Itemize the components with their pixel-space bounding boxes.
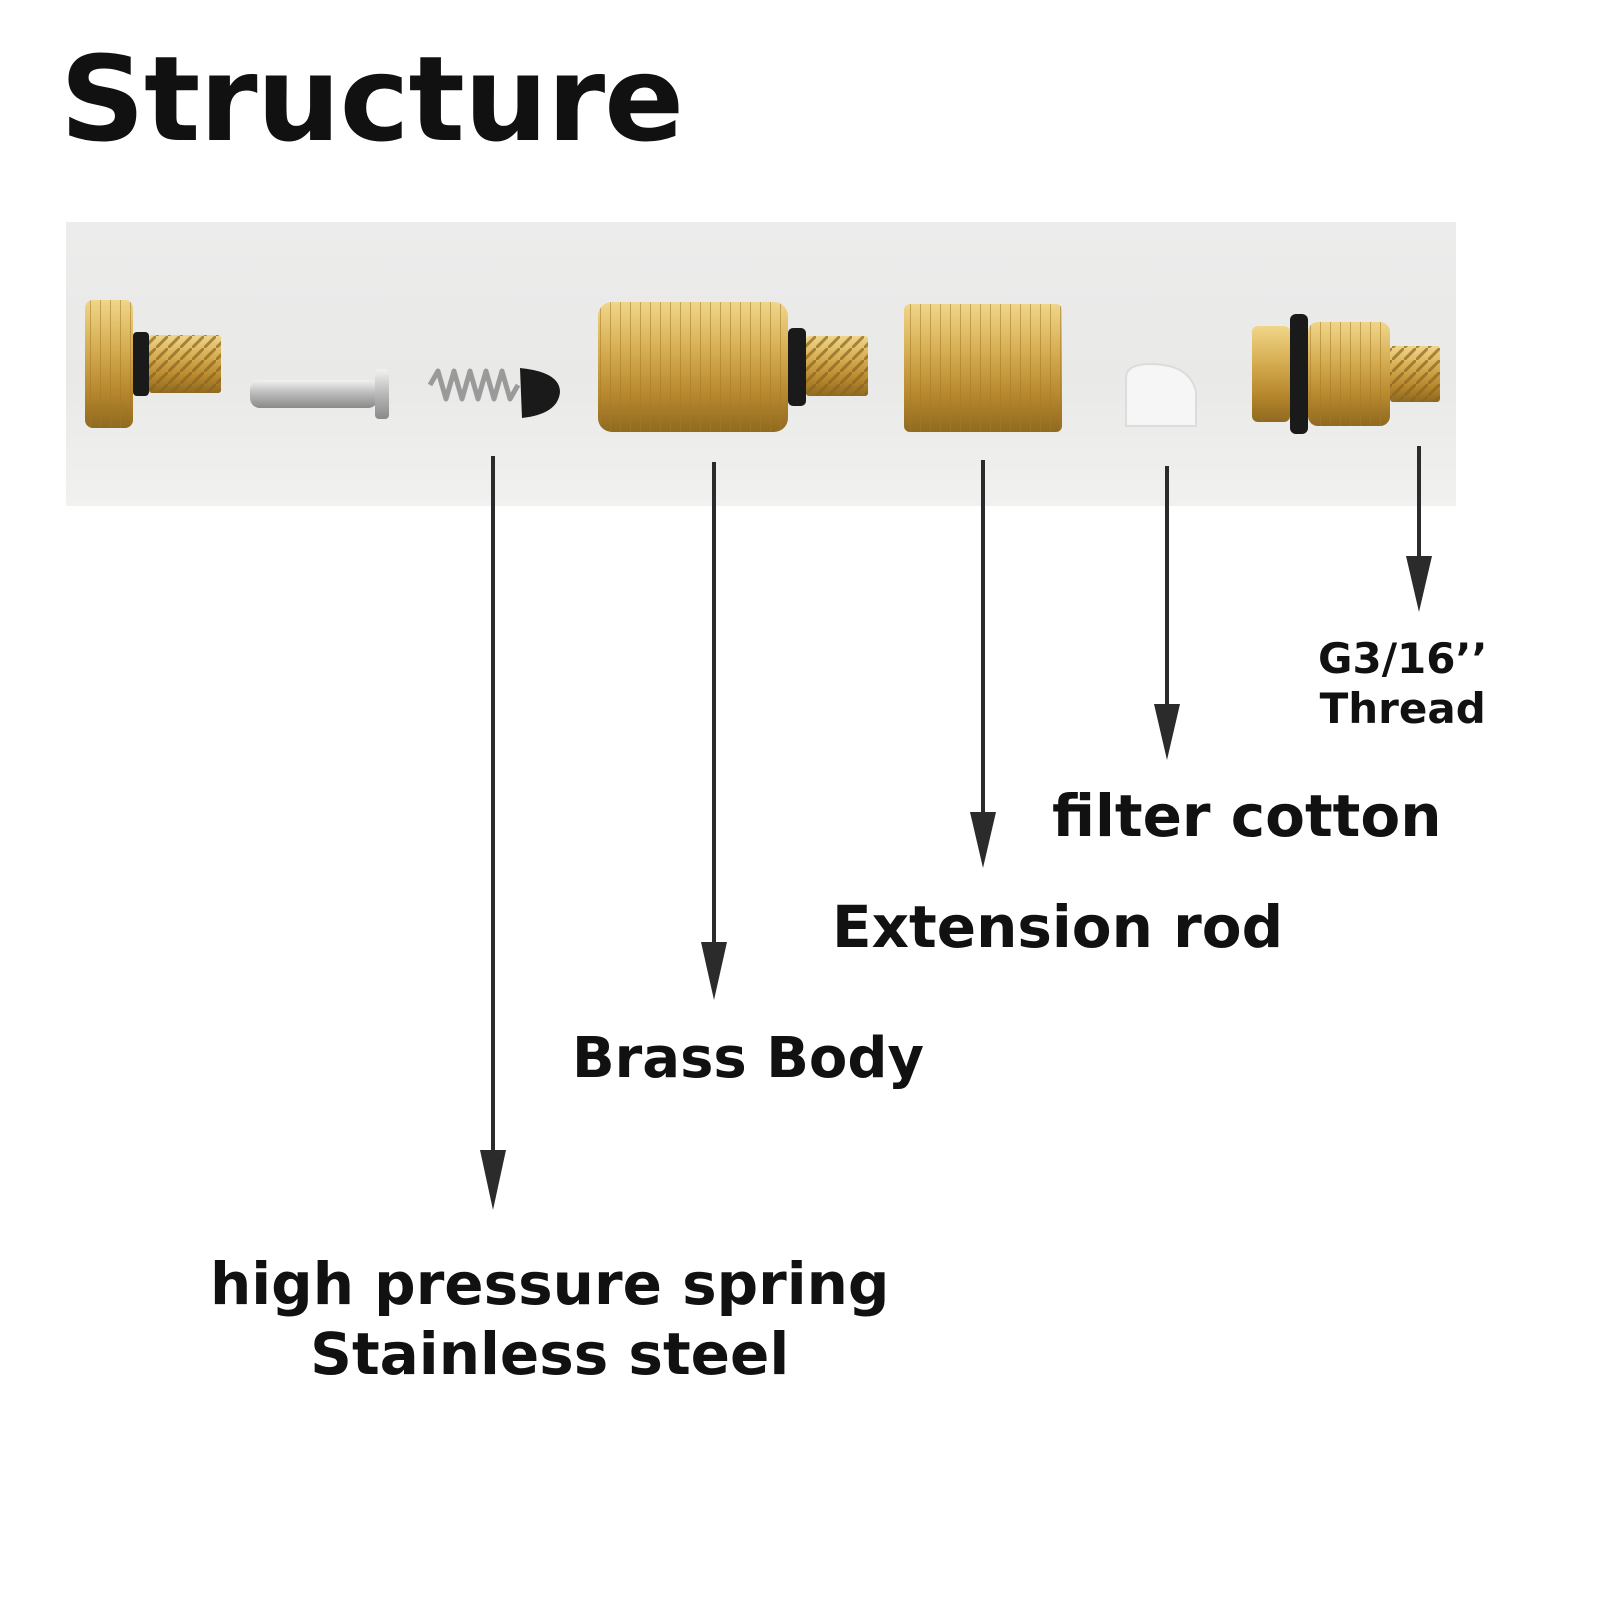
- thread-label: G3/16’’ Thread: [1318, 634, 1487, 735]
- spring-label-line1: high pressure spring: [210, 1250, 890, 1318]
- arrow-thread: [1406, 446, 1432, 612]
- nozzle-cap-part: [85, 300, 221, 428]
- filter-cotton-label: filter cotton: [1052, 782, 1442, 850]
- high-pressure-spring-part: [427, 368, 560, 418]
- thread-label-size: G3/16’’: [1318, 634, 1488, 683]
- stainless-pin-part: [250, 369, 389, 419]
- arrow-spring: [480, 456, 506, 1210]
- filter-cotton-part: [1125, 362, 1197, 427]
- brass-body-label: Brass Body: [572, 1026, 924, 1091]
- spring-label-line2: Stainless steel: [310, 1319, 790, 1388]
- page-title: Structure: [60, 30, 684, 168]
- threaded-connector-part: [1252, 314, 1440, 434]
- extension-rod-part: [904, 304, 1062, 432]
- arrow-extension-rod: [970, 460, 996, 868]
- spring-label: high pressure spring Stainless steel: [210, 1250, 889, 1389]
- brass-body-part: [598, 302, 868, 432]
- thread-label-word: Thread: [1319, 684, 1486, 734]
- extension-rod-label: Extension rod: [832, 893, 1284, 961]
- arrow-filter-cotton: [1154, 466, 1180, 760]
- arrow-brass-body: [701, 462, 727, 1000]
